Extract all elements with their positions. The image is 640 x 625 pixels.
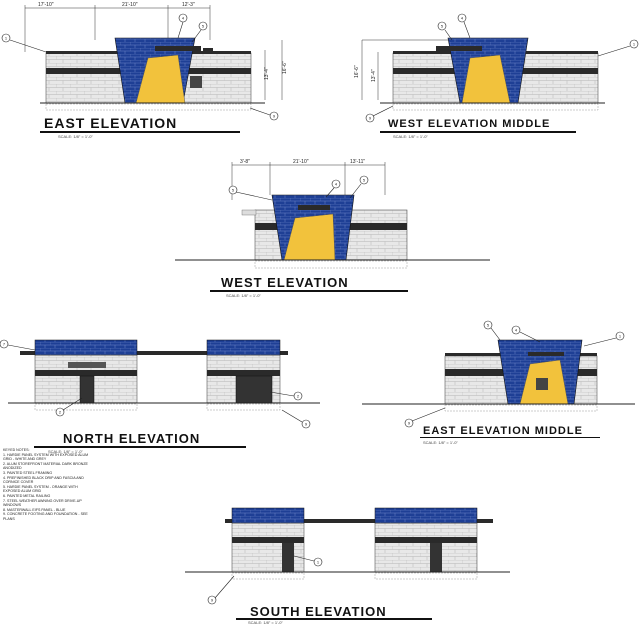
callout-markers [0, 13, 639, 605]
east-elevation-scale: SCALE: 1/8" = 1'-0" [58, 134, 93, 139]
west-middle-elevation-scale: SCALE: 1/8" = 1'-0" [393, 134, 428, 139]
svg-text:4: 4 [182, 16, 185, 21]
north-elevation-scale: SCALE: 1/8" = 1'-0" [48, 449, 83, 454]
svg-text:9: 9 [408, 421, 411, 426]
note-line: 5. HARDIE PANEL SYSTEM - ORANGE WITH [3, 484, 78, 489]
note-line: 4. PREFINISHED BLACK DRIP AND FASCIA AND [3, 475, 84, 480]
note-line: 1. HARDIE PANEL SYSTEM WITH EXPOSED ALUM [3, 452, 89, 457]
svg-text:9: 9 [273, 114, 276, 119]
north-elevation-title: NORTH ELEVATION [63, 431, 201, 446]
svg-text:5: 5 [363, 178, 366, 183]
svg-text:9: 9 [369, 116, 372, 121]
svg-text:2: 2 [297, 394, 300, 399]
note-line: GRID - WHITE AND GREY [3, 457, 47, 462]
note-line: 8. MASTERWALL EIFS PANEL - BLUE [3, 507, 66, 512]
note-line: 9. CONCRETE FOOTING AND FOUNDATION - SEE [3, 512, 88, 517]
dim-east-2: 21'-10" [122, 2, 138, 8]
svg-text:4: 4 [335, 182, 338, 187]
svg-text:1: 1 [317, 560, 320, 565]
svg-text:4: 4 [461, 16, 464, 21]
west-middle-elevation-title: WEST ELEVATION MIDDLE [388, 118, 551, 130]
svg-text:1: 1 [633, 42, 636, 47]
dim-west-1: 3'-8" [240, 159, 250, 165]
note-line: 6. PAINTED METAL RAILING [3, 493, 51, 498]
svg-text:9: 9 [305, 422, 308, 427]
north-elevation-underline [34, 446, 246, 448]
note-line: 7. STEEL WEATHER AWNING OVER DRIVE-UP [3, 498, 82, 503]
west-elevation-scale: SCALE: 1/8" = 1'-0" [226, 293, 261, 298]
note-line: 3. PAINTED STEEL FRAMING [3, 470, 53, 475]
east-middle-elevation-title: EAST ELEVATION MIDDLE [423, 425, 583, 437]
south-elevation-title: SOUTH ELEVATION [250, 604, 387, 619]
svg-text:5: 5 [441, 24, 444, 29]
svg-text:1: 1 [619, 334, 622, 339]
dim-wm-1: 16'-6" [354, 65, 360, 78]
east-middle-elevation [362, 339, 635, 412]
svg-text:9: 9 [211, 598, 214, 603]
west-elevation-underline [210, 290, 408, 292]
keyed-notes: KEYED NOTES: 1. HARDIE PANEL SYSTEM WITH… [3, 448, 89, 522]
dim-east-3: 12'-3" [182, 2, 195, 8]
west-elevation: 3'-8" 21'-10" 13'-11" [175, 159, 490, 269]
svg-text:5: 5 [232, 188, 235, 193]
keyed-notes-heading: KEYED NOTES: [3, 448, 30, 452]
east-elevation-underline [40, 131, 240, 133]
south-elevation-scale: SCALE: 1/8" = 1'-0" [248, 620, 283, 625]
note-line: 2. ALUM STOREFRONT MATERIAL DARK BRONZE [3, 461, 88, 466]
west-elevation-title: WEST ELEVATION [221, 275, 349, 290]
west-middle-elevation-underline [380, 131, 576, 133]
note-line: WINDOWS [3, 503, 22, 508]
dim-wm-2: 13'-4" [371, 69, 377, 82]
south-elevation [185, 507, 510, 580]
dim-west-3: 13'-11" [350, 159, 365, 165]
east-middle-elevation-underline [420, 437, 600, 438]
east-elevation-title: EAST ELEVATION [44, 115, 178, 131]
dim-west-2: 21'-10" [293, 159, 309, 165]
svg-text:1: 1 [5, 36, 8, 41]
west-middle-elevation: 16'-6" 13'-4" [354, 37, 605, 111]
dim-east-4: 13'-4" [264, 67, 270, 80]
svg-text:5: 5 [202, 24, 205, 29]
east-middle-elevation-scale: SCALE: 1/8" = 1'-0" [423, 440, 458, 445]
svg-text:4: 4 [515, 328, 518, 333]
south-elevation-underline [236, 618, 432, 620]
note-line: PLANS [3, 516, 15, 521]
east-elevation: 17'-10" 21'-10" 12'-3" 13'-4" 16'-6" [24, 2, 288, 111]
dim-east-1: 17'-10" [38, 2, 54, 8]
dim-east-5: 16'-6" [282, 61, 288, 74]
note-line: ANODIZED [3, 466, 22, 471]
svg-text:5: 5 [487, 323, 490, 328]
svg-text:2: 2 [59, 410, 62, 415]
note-line: CORNICE COVER [3, 480, 34, 485]
note-line: EXPOSED ALUM GRID [3, 489, 42, 494]
north-elevation [8, 339, 320, 411]
svg-text:7: 7 [3, 342, 6, 347]
